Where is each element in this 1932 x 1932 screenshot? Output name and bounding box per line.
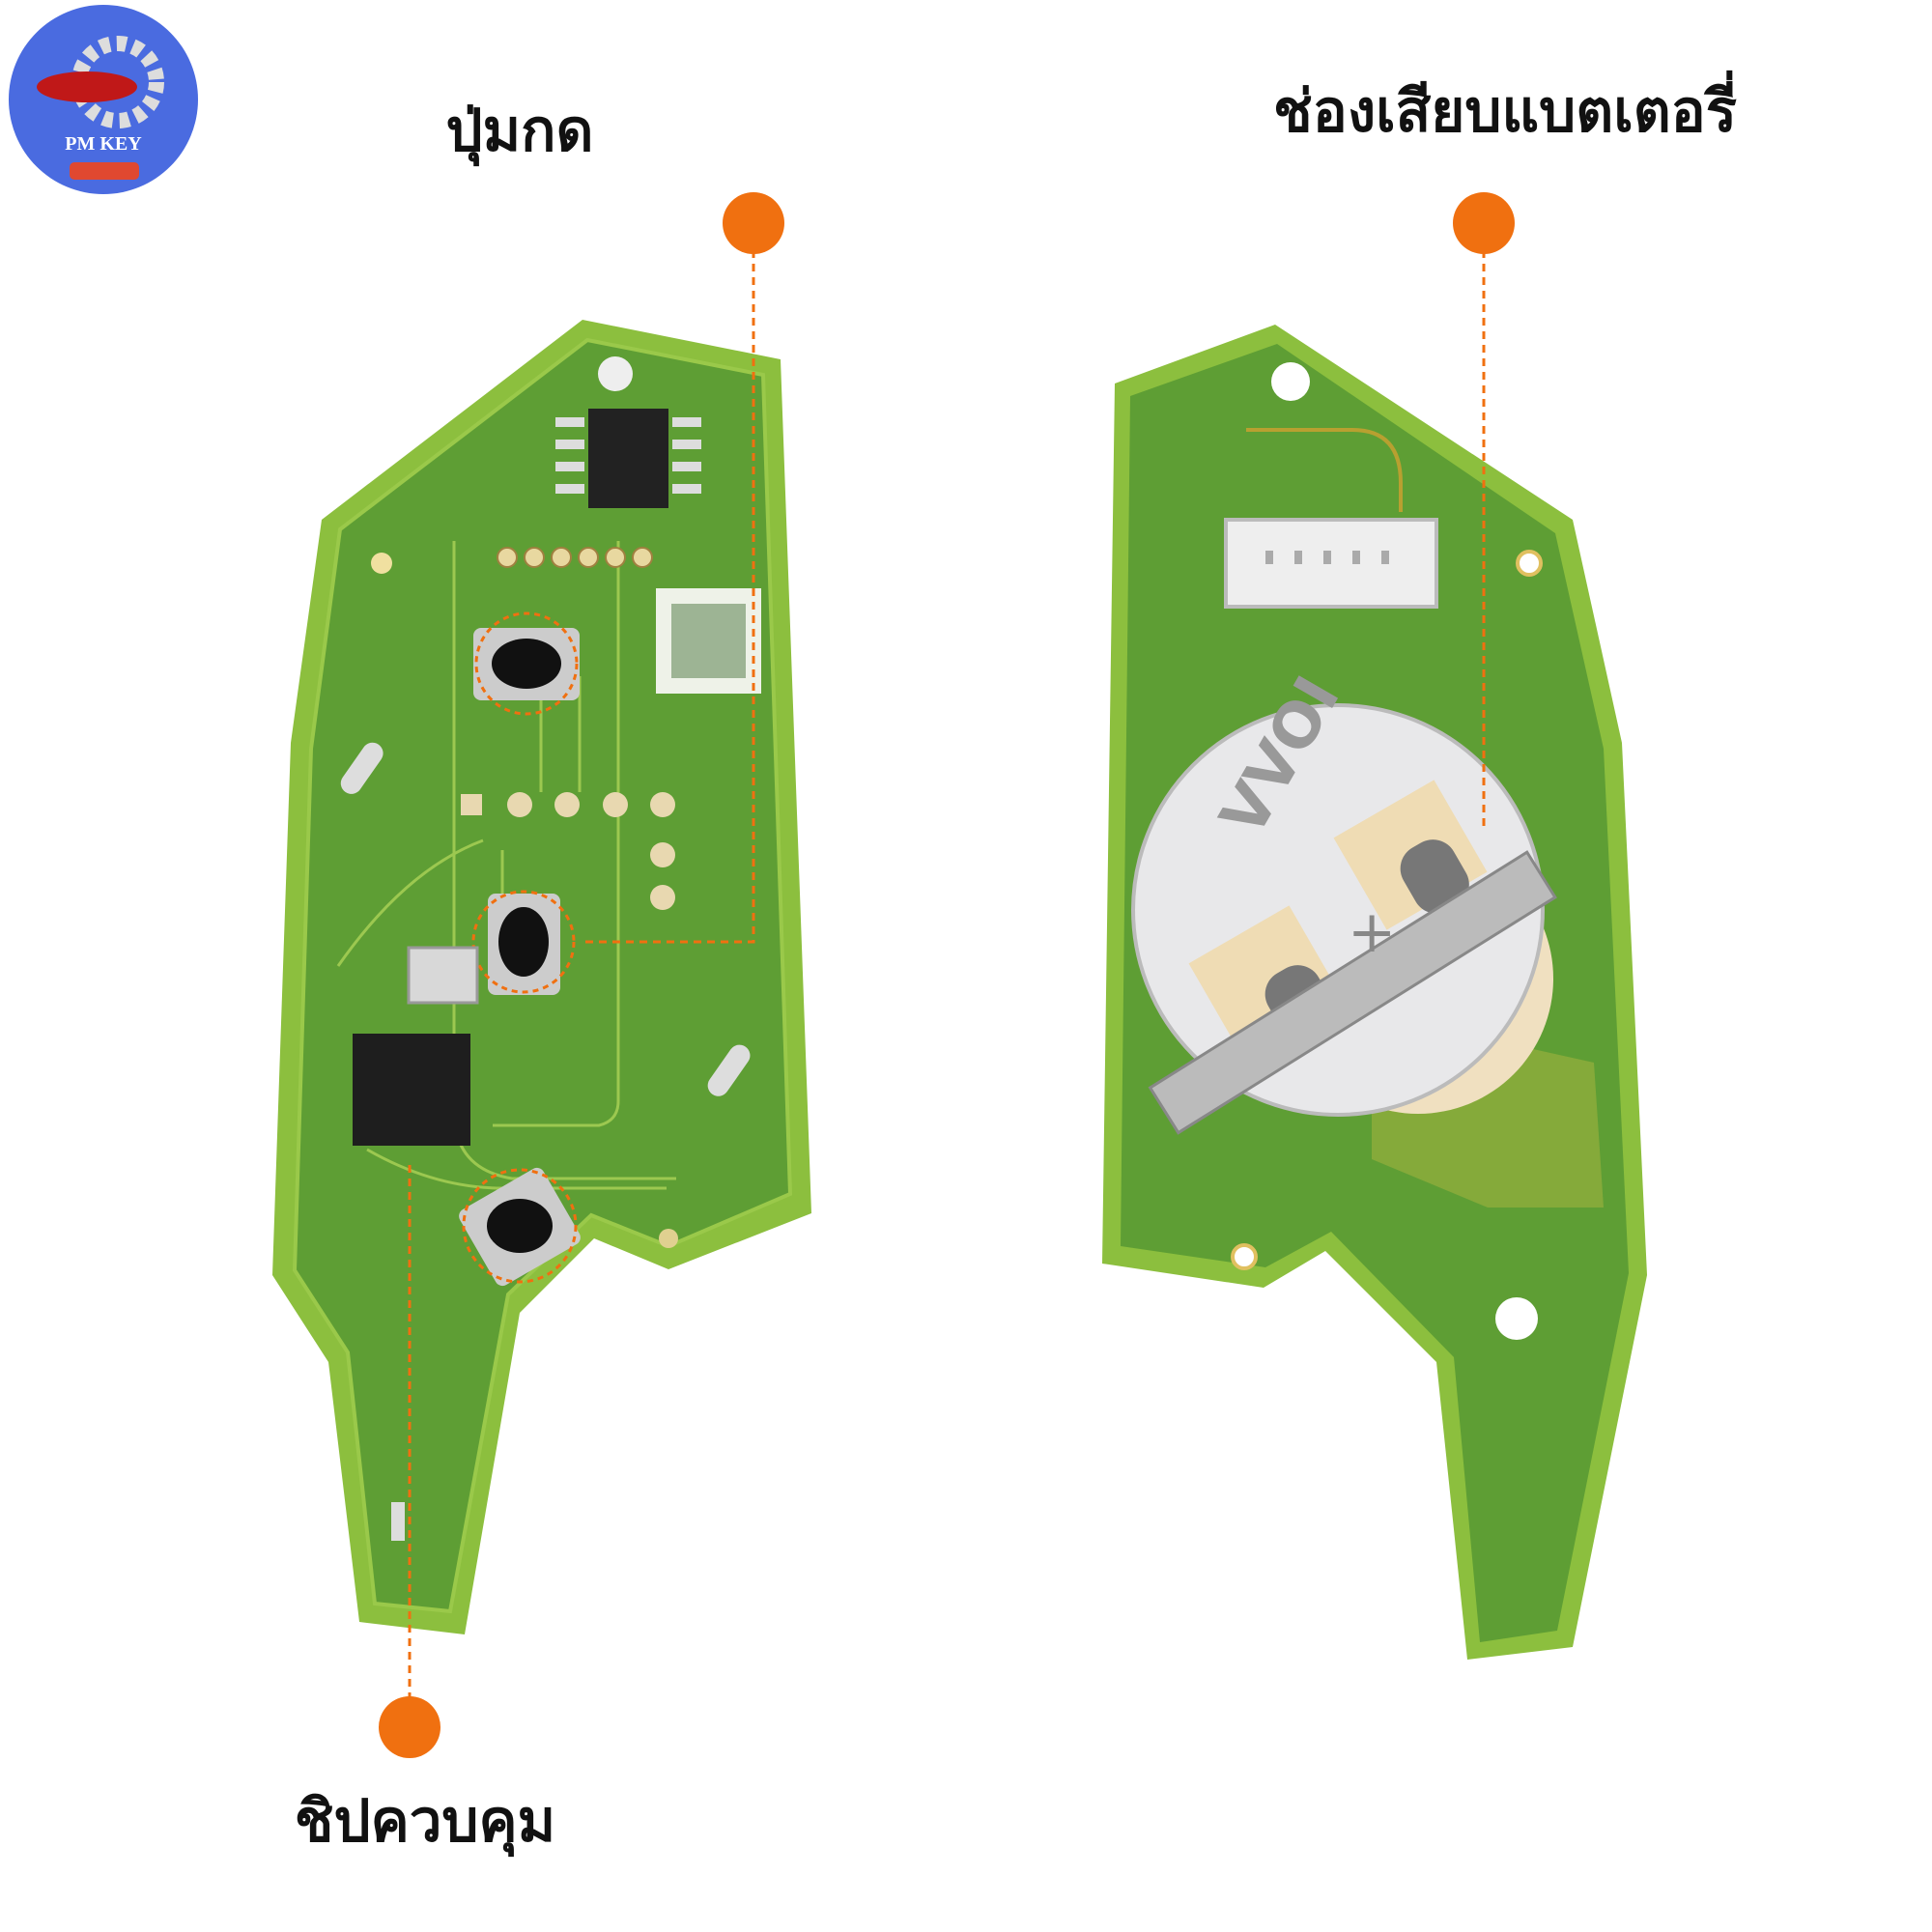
- battery-holder: VVOI +: [1131, 665, 1557, 1135]
- tactile-button: [488, 894, 560, 995]
- callout-dot-chip: [379, 1696, 440, 1758]
- svg-text:+: +: [1348, 898, 1396, 966]
- callout-dot-battery: [1453, 192, 1515, 254]
- pcb-back: VVOI +: [1102, 325, 1647, 1660]
- pcb-front: [272, 320, 811, 1634]
- label-buttons: ปุ่มกด: [445, 97, 594, 165]
- eeprom-chip: [588, 409, 668, 508]
- svg-text:PM KEY: PM KEY: [65, 133, 142, 155]
- crystal: [407, 946, 479, 1005]
- callout-dot-buttons: [723, 192, 784, 254]
- tactile-button: [473, 628, 580, 700]
- control-chip: [353, 1034, 470, 1146]
- mounting-hole: [598, 356, 633, 391]
- mounting-hole: [1495, 1297, 1538, 1340]
- label-control-chip: ชิปควบคุม: [294, 1787, 556, 1856]
- car-icon: [37, 71, 137, 102]
- label-battery-slot: ช่องเสียบแบตเตอรี่: [1273, 77, 1737, 146]
- tactile-button: [459, 1167, 581, 1287]
- callouts: [408, 223, 1486, 1727]
- mounting-hole: [1271, 362, 1310, 401]
- brand-logo: PM KEY: [9, 5, 198, 194]
